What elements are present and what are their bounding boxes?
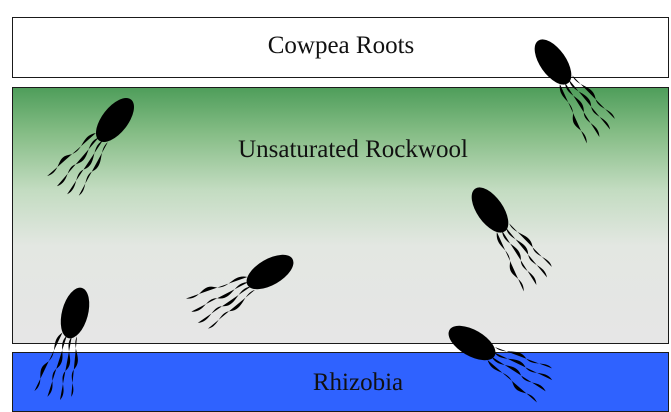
rhizobia-label: Rhizobia <box>313 369 403 397</box>
unsaturated-rockwool-layer: Unsaturated Rockwool <box>12 87 669 344</box>
unsaturated-rockwool-label: Unsaturated Rockwool <box>238 136 468 164</box>
cowpea-roots-label: Cowpea Roots <box>268 32 415 60</box>
cowpea-roots-layer: Cowpea Roots <box>12 17 669 78</box>
rhizobia-layer: Rhizobia <box>12 352 669 412</box>
